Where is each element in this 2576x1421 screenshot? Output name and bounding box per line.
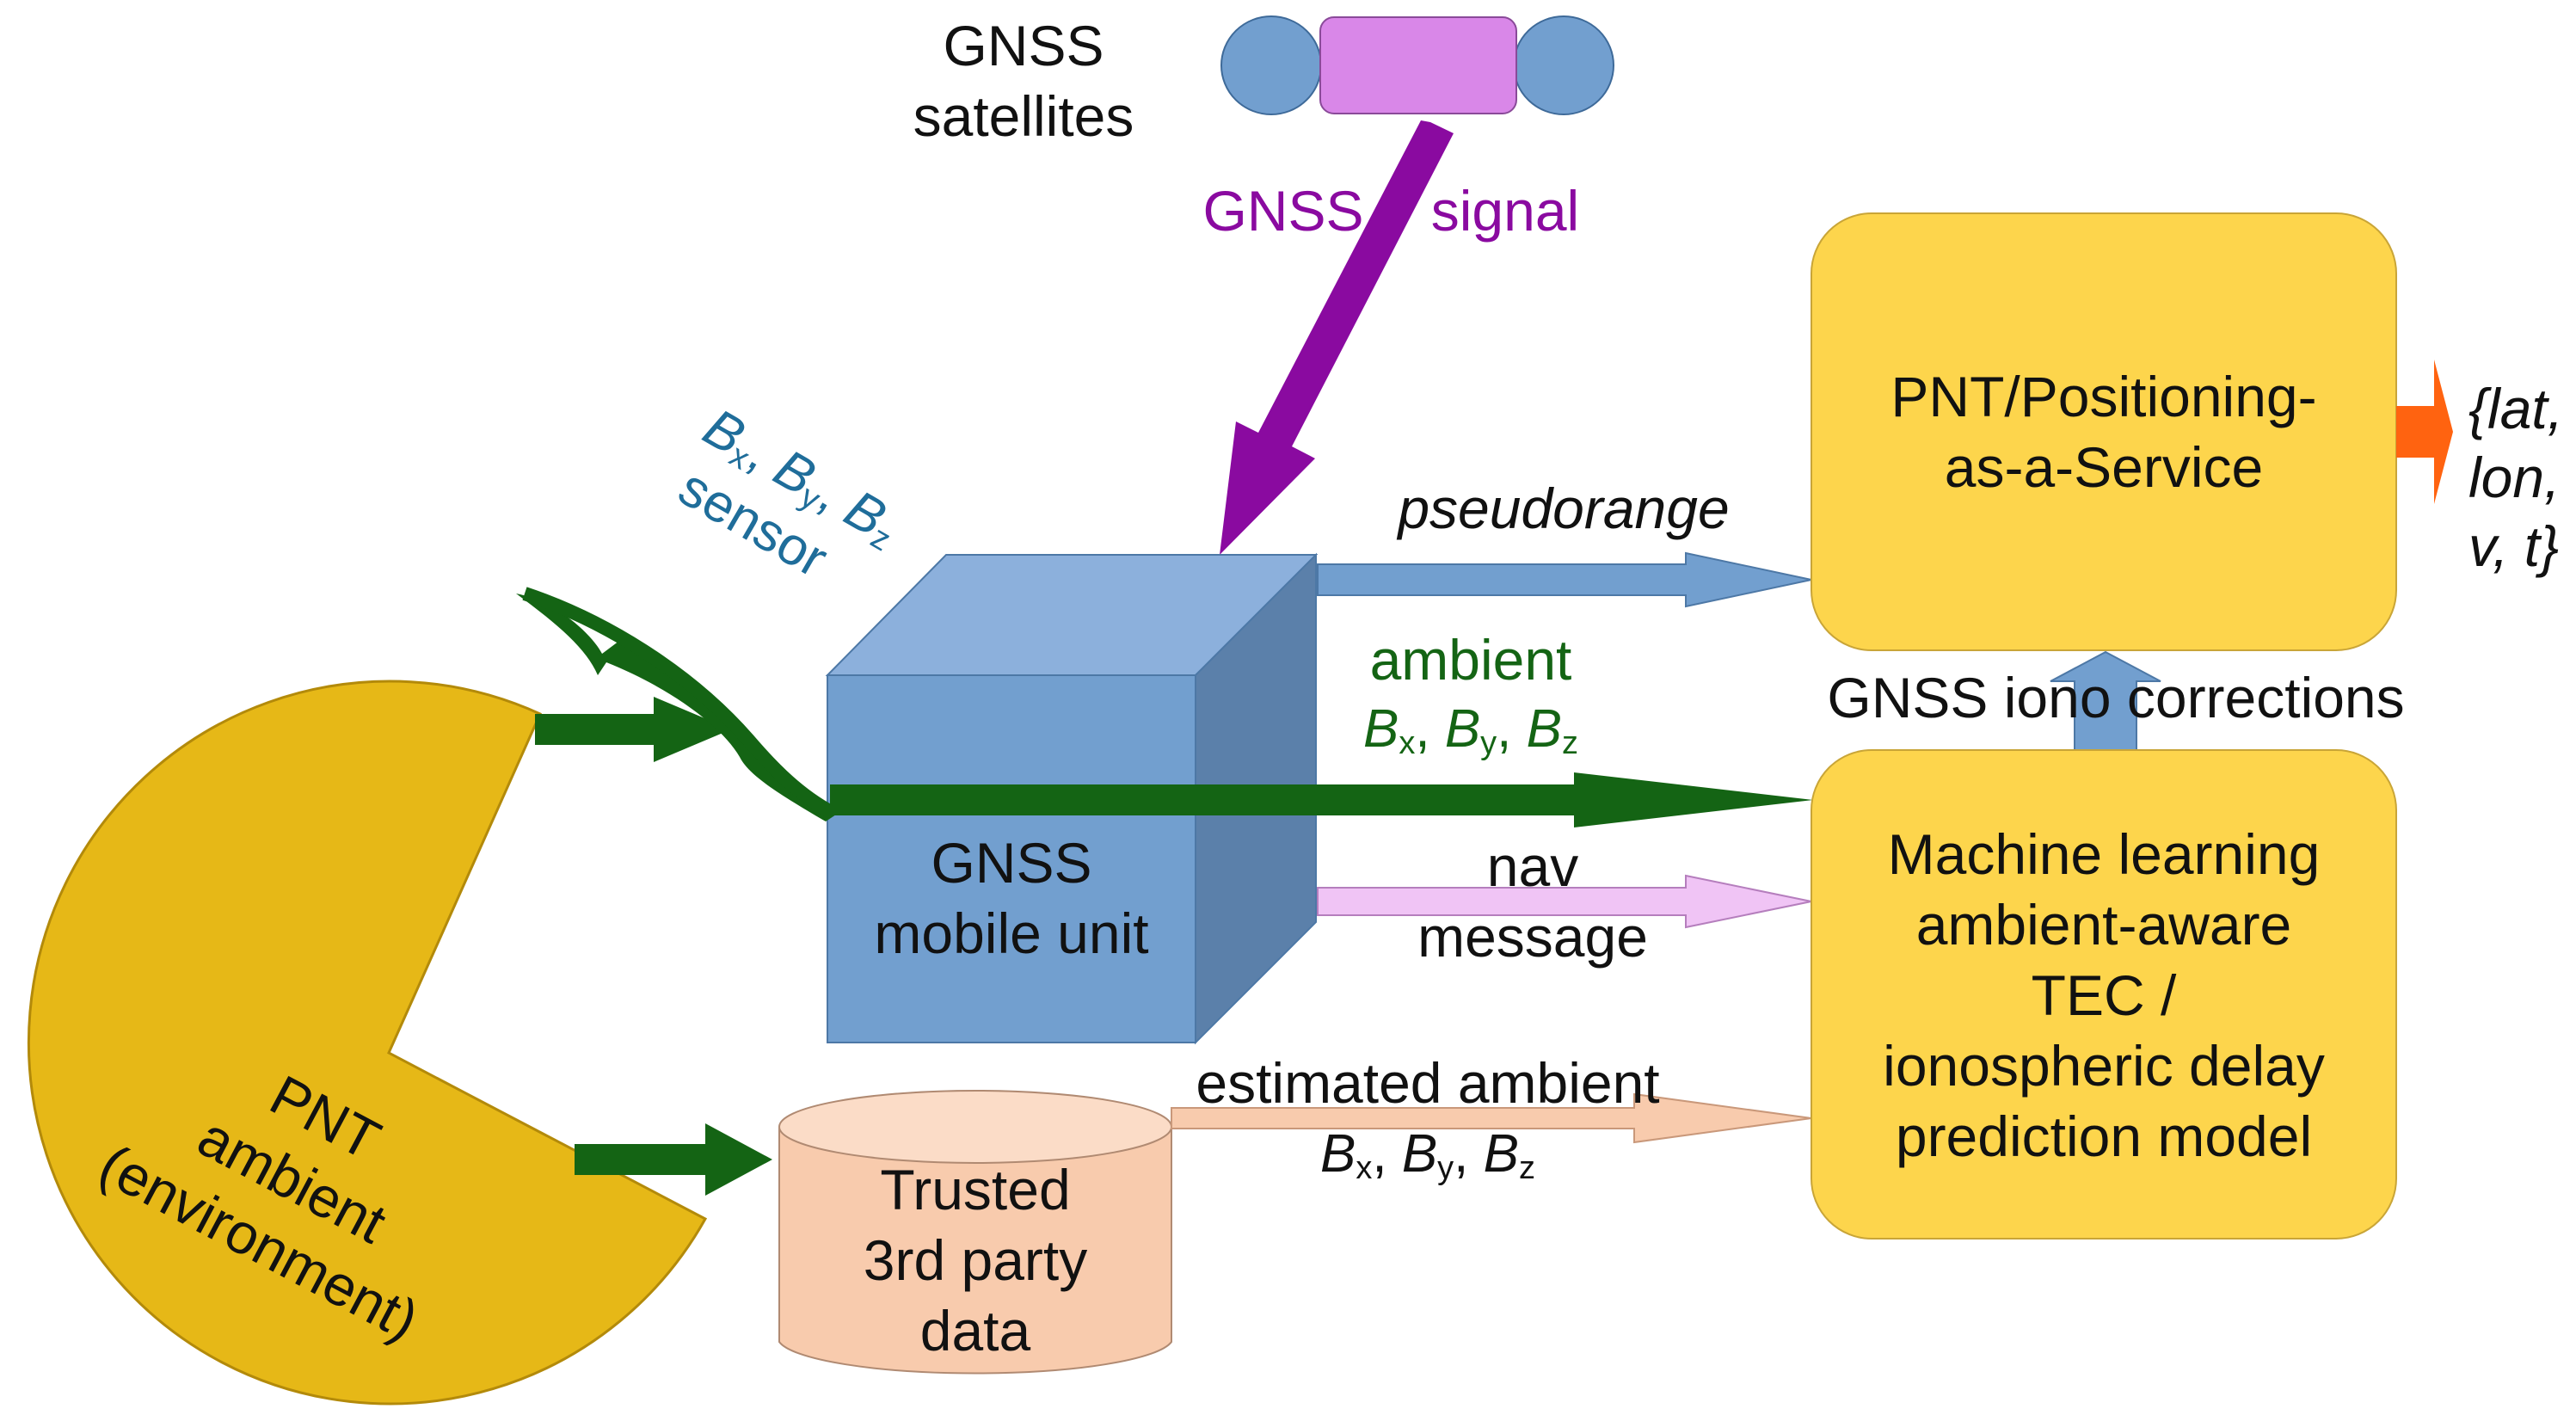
ml-model-label-line5: prediction model (1896, 1104, 2312, 1168)
estimated-ambient-label-line2: Bx, By, Bz (1320, 1124, 1535, 1186)
third-party-label-line2: 3rd party (864, 1228, 1087, 1292)
gnss-signal-label-word2: signal (1431, 179, 1579, 243)
satellite-right-panel (1513, 15, 1614, 115)
third-party-label-line3: data (920, 1299, 1031, 1363)
output-arrow (2396, 360, 2453, 504)
ambient-label-line2: Bx, By, Bz (1363, 699, 1578, 761)
nav-message-label-line2: message (1417, 905, 1648, 969)
database-top (778, 1090, 1172, 1164)
ml-model-box (1811, 749, 2397, 1240)
pseudorange-label: pseudorange (1396, 477, 1729, 540)
estimated-ambient-label-line1: estimated ambient (1196, 1051, 1659, 1115)
satellite-icon (1220, 15, 1614, 115)
estimated-ambient-arrow (1171, 1092, 1812, 1144)
trusted-third-party-database (778, 1090, 1172, 1375)
database-body (778, 1127, 1172, 1375)
pnt-ambient-environment-shape (27, 680, 708, 1406)
cube-front-face (827, 674, 1196, 1043)
ambient-bxbybz-arrow (830, 772, 1813, 827)
third-party-label-line1: Trusted (880, 1158, 1070, 1221)
gnss-mobile-unit-cube (825, 552, 1319, 1045)
nav-message-label-line1: nav (1487, 834, 1578, 898)
pnt-service-box (1811, 212, 2397, 651)
ml-model-label-line2: ambient-aware (1916, 893, 2292, 957)
pseudorange-arrow (1317, 551, 1812, 608)
sensor-curve-stroke (522, 587, 836, 820)
iono-corrections-label: GNSS iono corrections (1827, 666, 2404, 729)
mobile-unit-label-line2: mobile unit (874, 901, 1148, 965)
gnss-signal-arrow (1220, 120, 1454, 555)
environment-to-third-party-arrow (575, 1123, 772, 1196)
mobile-unit-label-line1: GNSS (931, 831, 1091, 895)
iono-corrections-arrow (2050, 650, 2161, 751)
sensor-curved-arrow (516, 594, 839, 821)
output-label-line3: v, t} (2468, 514, 2559, 578)
ambient-label-line1: ambient (1370, 628, 1572, 692)
output-label-line1: {lat, (2468, 377, 2563, 440)
satellites-label-line2: satellites (913, 84, 1134, 148)
pnt-service-label-line1: PNT/Positioning- (1891, 365, 2316, 428)
satellite-left-panel (1220, 15, 1322, 115)
ml-model-label-line3: TEC / (2032, 963, 2177, 1027)
satellites-label-line1: GNSS (943, 14, 1104, 77)
nav-message-arrow (1317, 874, 1812, 929)
ml-model-label-line1: Machine learning (1888, 822, 2321, 886)
ml-model-label-line4: ionospheric delay (1883, 1034, 2325, 1098)
gnss-signal-label-word1: GNSS (1202, 179, 1363, 243)
pnt-service-label-line2: as-a-Service (1945, 435, 2263, 499)
satellite-body (1319, 16, 1517, 114)
output-label-line2: lon, (2468, 446, 2560, 509)
environment-to-sensor-arrow (535, 697, 731, 762)
